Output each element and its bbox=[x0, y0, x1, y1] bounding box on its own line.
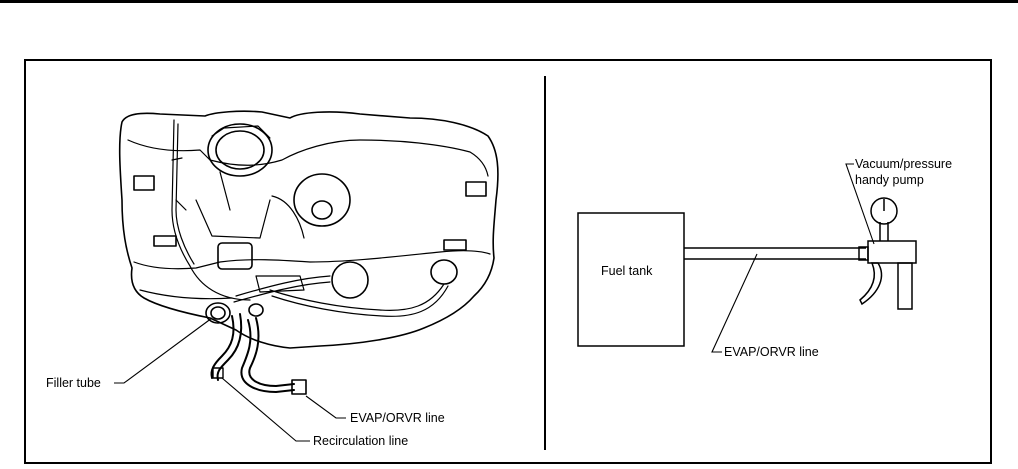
pressure-gauge bbox=[870, 197, 898, 225]
header-rule bbox=[0, 0, 1018, 3]
filler-tube-label: Filler tube bbox=[46, 376, 101, 390]
left-leader-lines bbox=[114, 317, 346, 442]
right-leader-lines bbox=[711, 163, 875, 353]
evap-line-label-right: EVAP/ORVR line bbox=[724, 345, 819, 359]
fuel-tank-label: Fuel tank bbox=[601, 264, 653, 278]
pump-label-line1: Vacuum/pressure bbox=[855, 157, 952, 171]
pump-trigger bbox=[859, 262, 883, 306]
recirculation-line-label: Recirculation line bbox=[313, 434, 408, 448]
evap-line-leader bbox=[305, 395, 346, 419]
filler-tube-leader bbox=[114, 317, 213, 384]
pump-label-line2: handy pump bbox=[855, 173, 924, 187]
pump-body bbox=[867, 240, 917, 264]
pump-handle bbox=[897, 262, 913, 310]
figure-frame bbox=[24, 59, 992, 464]
evap-line-leader-right bbox=[711, 253, 758, 353]
fuel-tank-illustration bbox=[118, 110, 499, 395]
evap-line-label-left: EVAP/ORVR line bbox=[350, 411, 445, 425]
test-setup-schematic bbox=[577, 197, 917, 347]
fuel-tank-box bbox=[577, 212, 685, 347]
recirculation-line-leader bbox=[221, 377, 310, 442]
pump-leader bbox=[845, 163, 875, 245]
